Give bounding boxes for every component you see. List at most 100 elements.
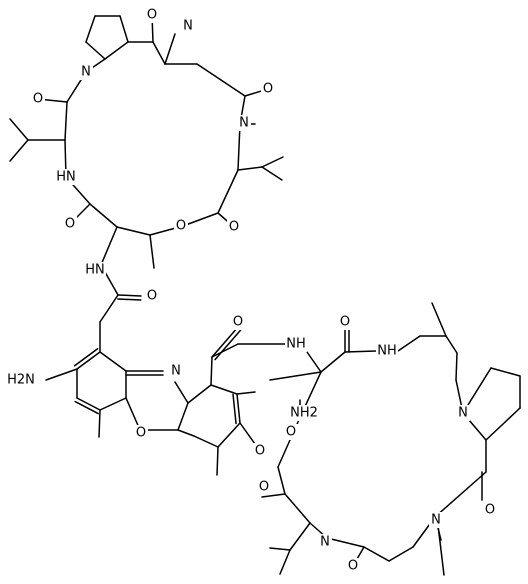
bond-line bbox=[434, 471, 487, 518]
double-bond-line bbox=[73, 348, 99, 367]
bond-line bbox=[261, 166, 283, 181]
nitrogen-label-group: N bbox=[456, 405, 470, 421]
label-background bbox=[456, 405, 470, 421]
bond-line bbox=[99, 397, 127, 411]
bond-line bbox=[177, 429, 195, 437]
bond-line bbox=[116, 226, 151, 236]
label-background bbox=[237, 115, 251, 131]
nitrogen-label-group: N bbox=[181, 18, 195, 34]
bond-line bbox=[182, 212, 219, 227]
oxygen-label: O bbox=[255, 444, 265, 459]
bond-line bbox=[152, 41, 166, 65]
bond-line bbox=[217, 169, 239, 214]
label-background bbox=[284, 424, 298, 440]
double-bond-line bbox=[214, 328, 242, 361]
bond-line bbox=[236, 393, 241, 424]
amine-label-group: H2N bbox=[6, 372, 36, 388]
bond-line bbox=[289, 522, 311, 551]
oxygen-label: O bbox=[259, 480, 269, 495]
bond-line bbox=[485, 407, 521, 441]
bond-line bbox=[363, 546, 390, 562]
bond-line bbox=[210, 356, 213, 386]
label-background bbox=[6, 372, 36, 388]
oxygen-label: O bbox=[485, 503, 495, 518]
nitrogen-label-group: N bbox=[318, 534, 332, 550]
label-background bbox=[261, 81, 275, 97]
bond-line bbox=[344, 350, 377, 353]
nh-label-group: NH bbox=[285, 336, 307, 352]
nitrogen-label-group: N bbox=[79, 64, 93, 80]
bond-line bbox=[196, 63, 222, 81]
amine-label: NH2 bbox=[290, 406, 318, 421]
bond-line bbox=[174, 381, 189, 404]
hn-label: HN bbox=[85, 263, 105, 278]
bond-line bbox=[210, 384, 238, 395]
bond-line bbox=[216, 446, 219, 476]
bond-line bbox=[237, 123, 241, 171]
bond-line bbox=[490, 367, 521, 377]
bond-line bbox=[98, 409, 101, 438]
nitrogen-label-group: N bbox=[429, 512, 443, 528]
bond-line bbox=[99, 351, 127, 372]
nh-label: NH bbox=[286, 337, 306, 352]
label-background bbox=[231, 314, 245, 330]
nh-label-group: NH bbox=[376, 343, 398, 359]
bond-line bbox=[269, 371, 322, 381]
bond-line bbox=[445, 335, 458, 354]
bond-line bbox=[149, 234, 155, 269]
oxygen-label: O bbox=[176, 219, 186, 234]
bond-line bbox=[9, 118, 29, 141]
label-background bbox=[63, 216, 77, 232]
bond-line bbox=[217, 422, 241, 448]
bond-line bbox=[284, 493, 311, 524]
bond-line bbox=[277, 466, 286, 495]
label-background bbox=[346, 558, 360, 574]
nitrogen-label: N bbox=[320, 535, 330, 550]
bond-line bbox=[193, 435, 219, 448]
oxygen-label: O bbox=[233, 315, 243, 330]
bond-line bbox=[431, 302, 447, 337]
bond-line bbox=[85, 41, 106, 60]
oxygen-label-group: O bbox=[483, 502, 497, 518]
label-background bbox=[227, 219, 241, 235]
bond-line bbox=[100, 226, 118, 266]
oxygen-label-group: O bbox=[145, 7, 159, 23]
label-background bbox=[84, 262, 106, 278]
oxygen-label-group: O bbox=[227, 219, 241, 235]
oxygen-label-group: O bbox=[284, 424, 298, 440]
label-background bbox=[55, 169, 77, 185]
label-background bbox=[31, 91, 45, 107]
bond-line bbox=[320, 351, 346, 373]
oxygen-label: O bbox=[348, 559, 358, 574]
oxygen-label-group: O bbox=[63, 216, 77, 232]
oxygen-label: O bbox=[263, 82, 273, 97]
label-background bbox=[181, 18, 195, 34]
oxygen-label: O bbox=[65, 217, 75, 232]
nitrogen-label: N bbox=[81, 65, 91, 80]
label-background bbox=[318, 534, 332, 550]
oxygen-label-group: O bbox=[257, 479, 271, 495]
bond-line bbox=[261, 156, 284, 168]
label-background bbox=[253, 443, 267, 459]
bond-line bbox=[64, 101, 68, 141]
oxygen-label: O bbox=[340, 315, 350, 330]
label-background bbox=[174, 218, 188, 234]
oxygen-label: O bbox=[147, 289, 157, 304]
nitrogen-label: N bbox=[239, 116, 249, 131]
bond-line bbox=[211, 343, 239, 358]
bond-line bbox=[397, 335, 421, 352]
oxygen-label-group: O bbox=[174, 218, 188, 234]
double-bond-line bbox=[117, 298, 142, 301]
nitrogen-label-group: N bbox=[169, 363, 183, 379]
oxygen-label-group: O bbox=[346, 558, 360, 574]
bond-line bbox=[261, 493, 286, 498]
oxygen-label-group: O bbox=[261, 81, 275, 97]
bond-line bbox=[9, 139, 29, 162]
bond-line bbox=[45, 368, 78, 381]
bond-line bbox=[104, 41, 129, 60]
label-background bbox=[483, 502, 497, 518]
bond-line bbox=[326, 537, 365, 548]
bond-line bbox=[237, 166, 263, 171]
oxygen-label: O bbox=[136, 426, 146, 441]
label-background bbox=[134, 425, 148, 441]
